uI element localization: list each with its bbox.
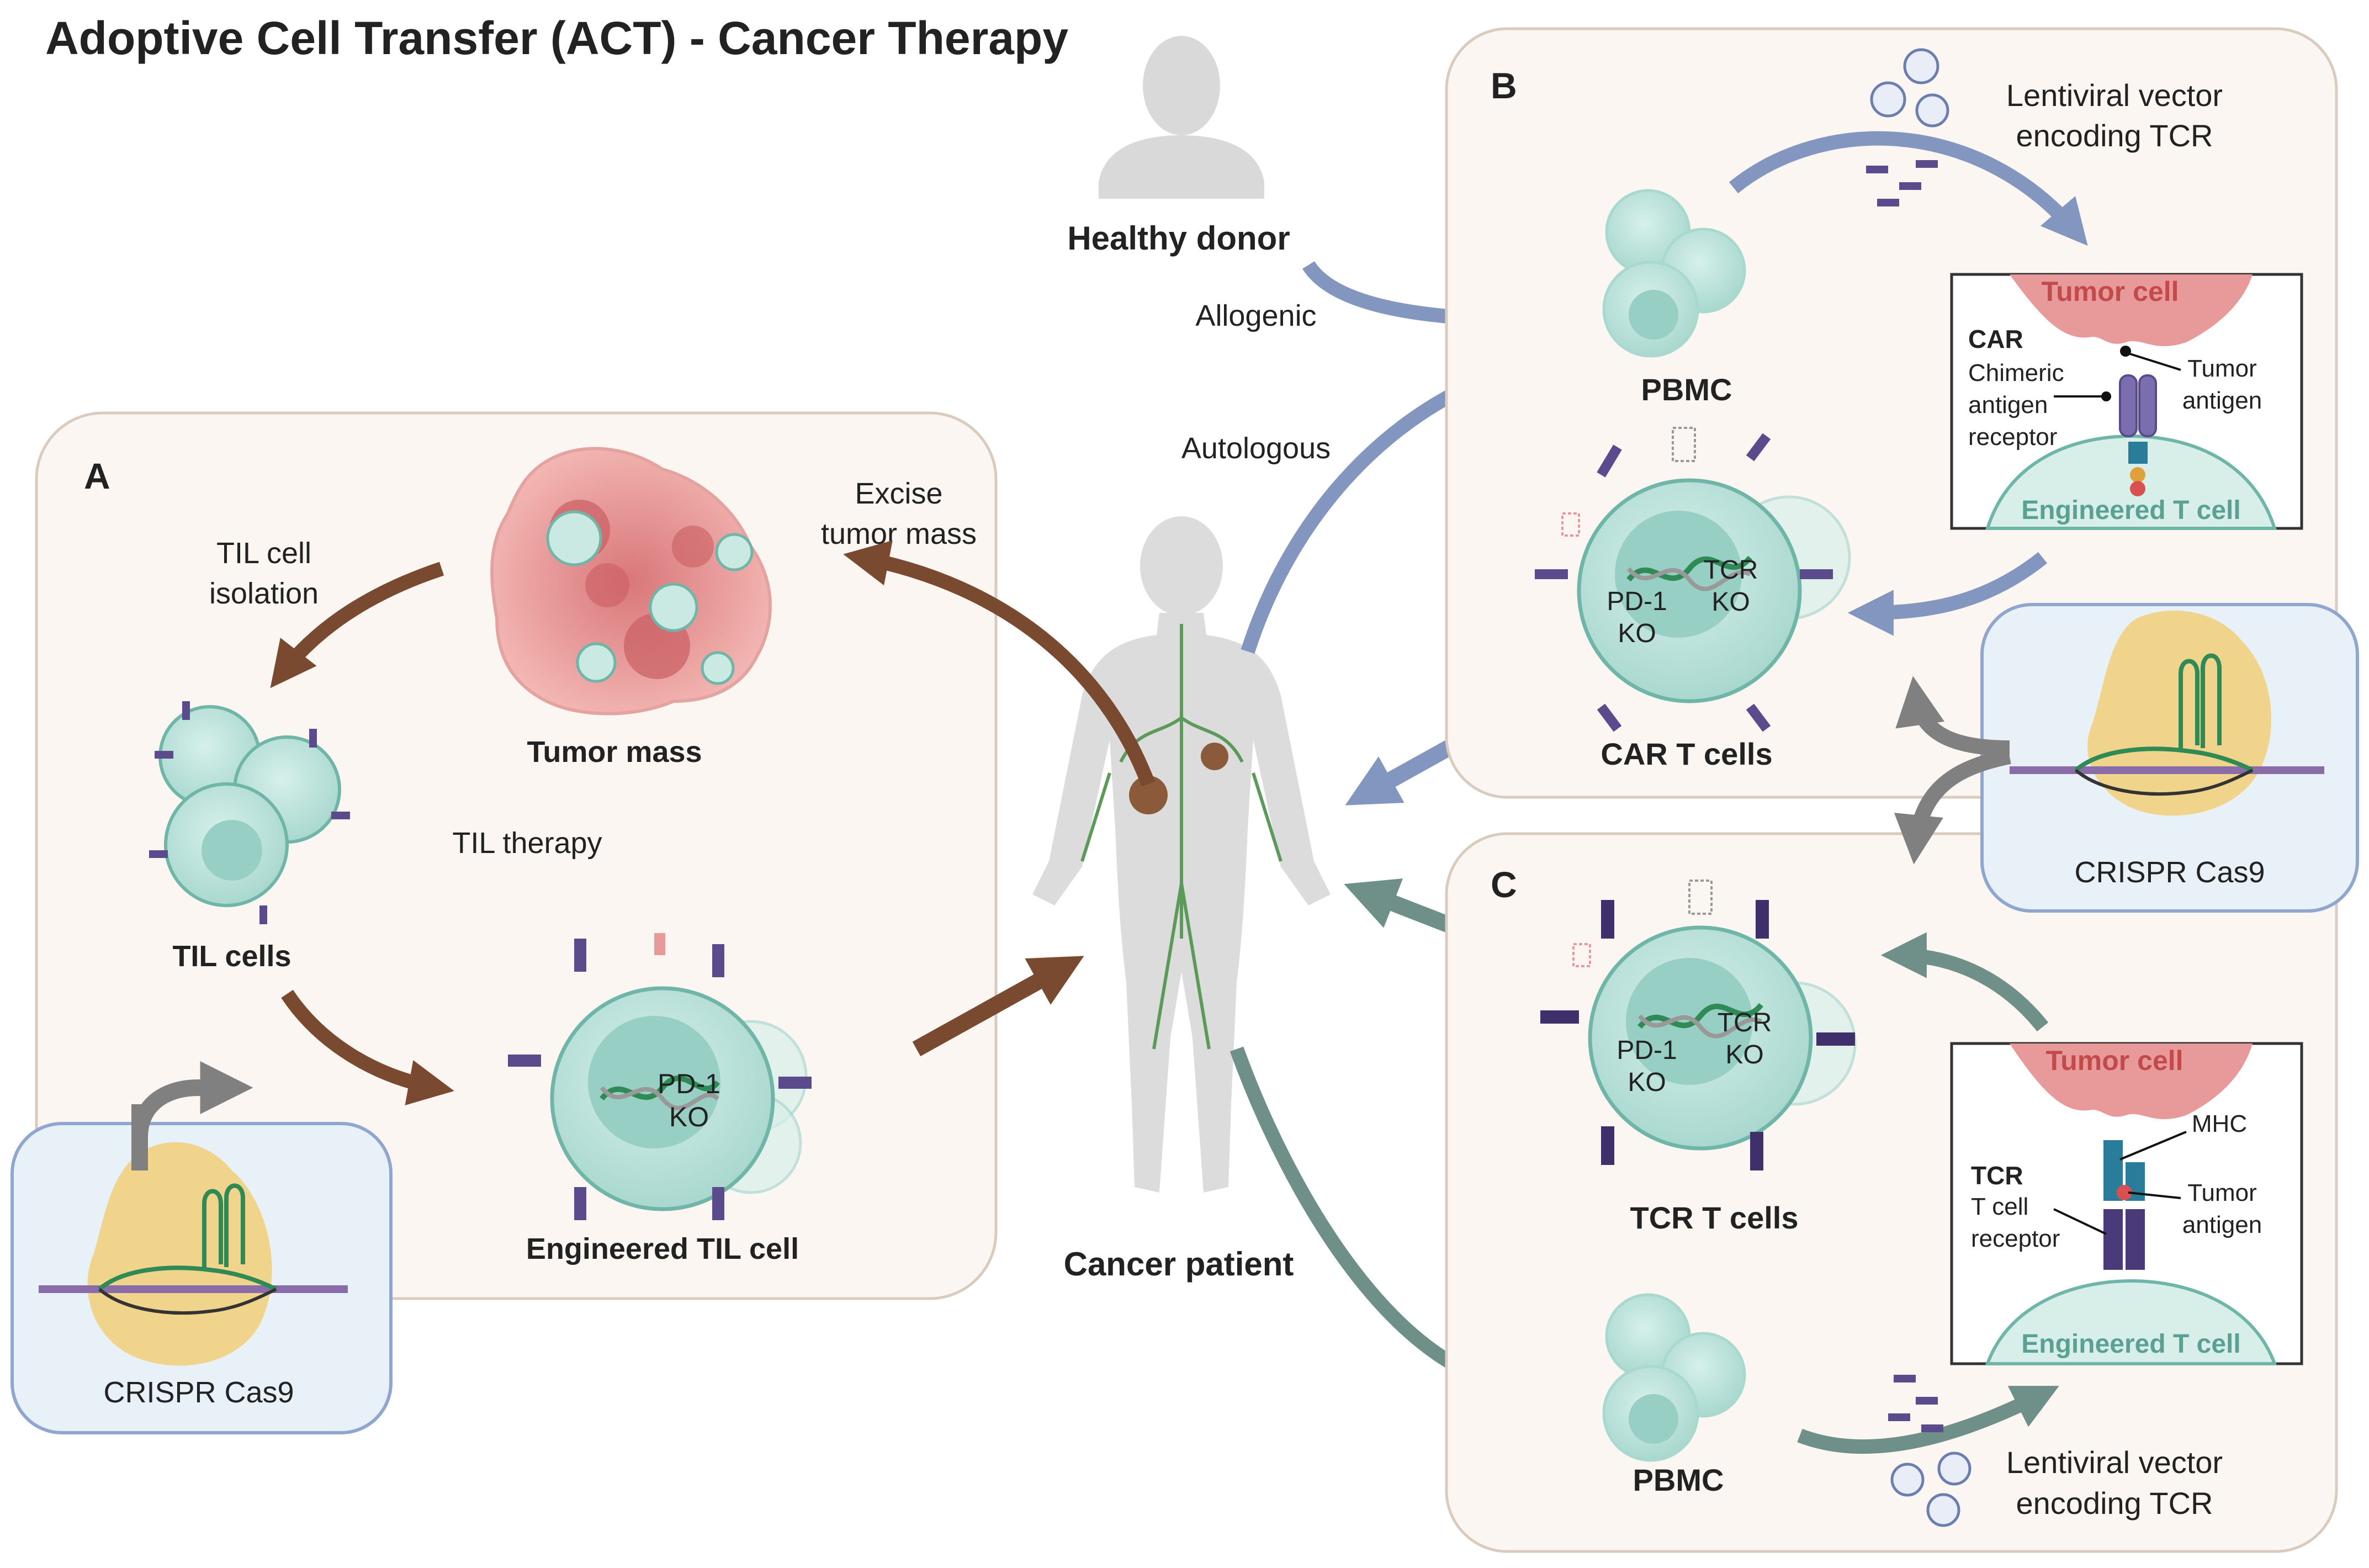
arrow-excise [843, 540, 1156, 787]
c-tcr-label: TCR [1718, 1008, 1772, 1037]
til-ko-label: KO [669, 1101, 709, 1132]
b-lentiviral-label-2: encoding TCR [2016, 118, 2213, 153]
c-lentiviral-label-2: encoding TCR [2016, 1486, 2213, 1521]
b-engineered-t-label: Engineered T cell [2021, 496, 2240, 525]
autologous-label: Autologous [1181, 432, 1331, 465]
til-isolation-label-1: TIL cell [216, 537, 311, 570]
b-tcr-label: TCR [1704, 555, 1758, 585]
engineered-til-cell-image [508, 933, 812, 1220]
panel-c-letter: C [1491, 864, 1517, 905]
til-pd1-label: PD-1 [658, 1068, 720, 1099]
c-tcr-bold-label: TCR [1971, 1161, 2023, 1190]
panel-c: C PD-1 KO TCR KO TCR T cells Tumor ce [1445, 832, 2338, 1553]
c-engineered-t-label: Engineered T cell [2021, 1329, 2240, 1359]
til-isolation-label-2: isolation [209, 577, 319, 610]
arrow-engineering [281, 989, 454, 1105]
cancer-patient-label: Cancer patient [1064, 1246, 1294, 1283]
diagram-title: Adoptive Cell Transfer (ACT) - Cancer Th… [45, 12, 1068, 64]
c-virus-icons [1888, 1375, 1971, 1527]
b-arrow-inset-to-car [1847, 552, 2048, 636]
b-car-inset: Tumor cell Engineered T cell CAR Chimeri… [1950, 273, 2303, 530]
til-cells-image [149, 701, 350, 924]
panel-a: A Tumor mass Excise tumor mass TIL cell … [35, 411, 1084, 1300]
b-arrow-transduction [1729, 131, 2088, 246]
crispr-box-bc: CRISPR Cas9 [1894, 603, 2359, 913]
tumor-mass-image [490, 447, 772, 716]
car-t-cells-label: CAR T cells [1600, 737, 1772, 771]
b-tumor-antigen-label-2: antigen [2182, 387, 2262, 414]
excise-label-1: Excise [855, 477, 942, 510]
c-tcr-inset: Tumor cell Engineered T cell MHC Tumor a… [1950, 1042, 2303, 1365]
c-t-cell-label: T cell [1971, 1193, 2028, 1220]
arrow-til-to-patient [912, 956, 1084, 1057]
engineered-til-label: Engineered TIL cell [526, 1232, 799, 1265]
b-antigen-label: antigen [1968, 391, 2048, 419]
panel-a-letter: A [84, 455, 110, 496]
b-chimeric-label: Chimeric [1968, 359, 2064, 386]
cancer-patient-icon [1032, 516, 1331, 1193]
arrow-isolation [270, 561, 444, 688]
c-ko2-label: KO [1725, 1040, 1763, 1069]
crispr-box-a: CRISPR Cas9 [10, 1061, 393, 1434]
b-pd1-label: PD-1 [1607, 587, 1667, 616]
c-tumor-antigen-label-2: antigen [2182, 1211, 2262, 1238]
allogenic-label: Allogenic [1195, 299, 1316, 332]
b-virus-icons [1866, 48, 1949, 206]
c-ko-label: KO [1628, 1068, 1666, 1097]
c-lentiviral-label-1: Lentiviral vector [2006, 1445, 2223, 1480]
b-pbmc-label: PBMC [1641, 372, 1732, 407]
b-lentiviral-label-1: Lentiviral vector [2006, 78, 2223, 113]
b-tumor-antigen-label-1: Tumor [2187, 355, 2257, 382]
healthy-donor-label: Healthy donor [1067, 220, 1290, 257]
panel-b-letter: B [1491, 65, 1517, 106]
b-ko2-label: KO [1711, 587, 1750, 617]
c-receptor-label: receptor [1971, 1225, 2060, 1252]
til-therapy-label: TIL therapy [452, 827, 602, 860]
panel-b: B Lentiviral vector encoding TCR PBMC Tu… [1445, 27, 2338, 799]
c-tcr-t-cell-image [1540, 880, 1857, 1170]
tcr-t-cells-label: TCR T cells [1630, 1200, 1799, 1235]
c-arrow-transduction [1797, 1386, 2059, 1454]
tumor-mass-label: Tumor mass [527, 735, 702, 769]
til-cells-label: TIL cells [172, 940, 291, 973]
c-pd1-label: PD-1 [1617, 1036, 1677, 1065]
c-tumor-cell-label: Tumor cell [2045, 1045, 2183, 1076]
c-tumor-antigen-label-1: Tumor [2187, 1179, 2257, 1206]
crispr-a-label: CRISPR Cas9 [103, 1376, 294, 1409]
excise-label-2: tumor mass [821, 517, 977, 550]
b-tumor-cell-label: Tumor cell [2041, 276, 2179, 307]
c-pbmc-label: PBMC [1633, 1463, 1724, 1497]
b-pbmc-image [1602, 189, 1746, 358]
c-pbmc-image [1602, 1293, 1746, 1462]
healthy-donor-icon [1099, 36, 1264, 199]
crispr-bc-label: CRISPR Cas9 [2074, 856, 2265, 889]
b-car-label: CAR [1968, 325, 2023, 353]
b-car-t-cell-image [1535, 427, 1851, 732]
c-mhc-label: MHC [2192, 1110, 2247, 1137]
c-arrow-inset-to-tcr [1880, 932, 2049, 1032]
b-receptor-label: receptor [1968, 423, 2057, 451]
b-ko-label: KO [1618, 619, 1656, 648]
